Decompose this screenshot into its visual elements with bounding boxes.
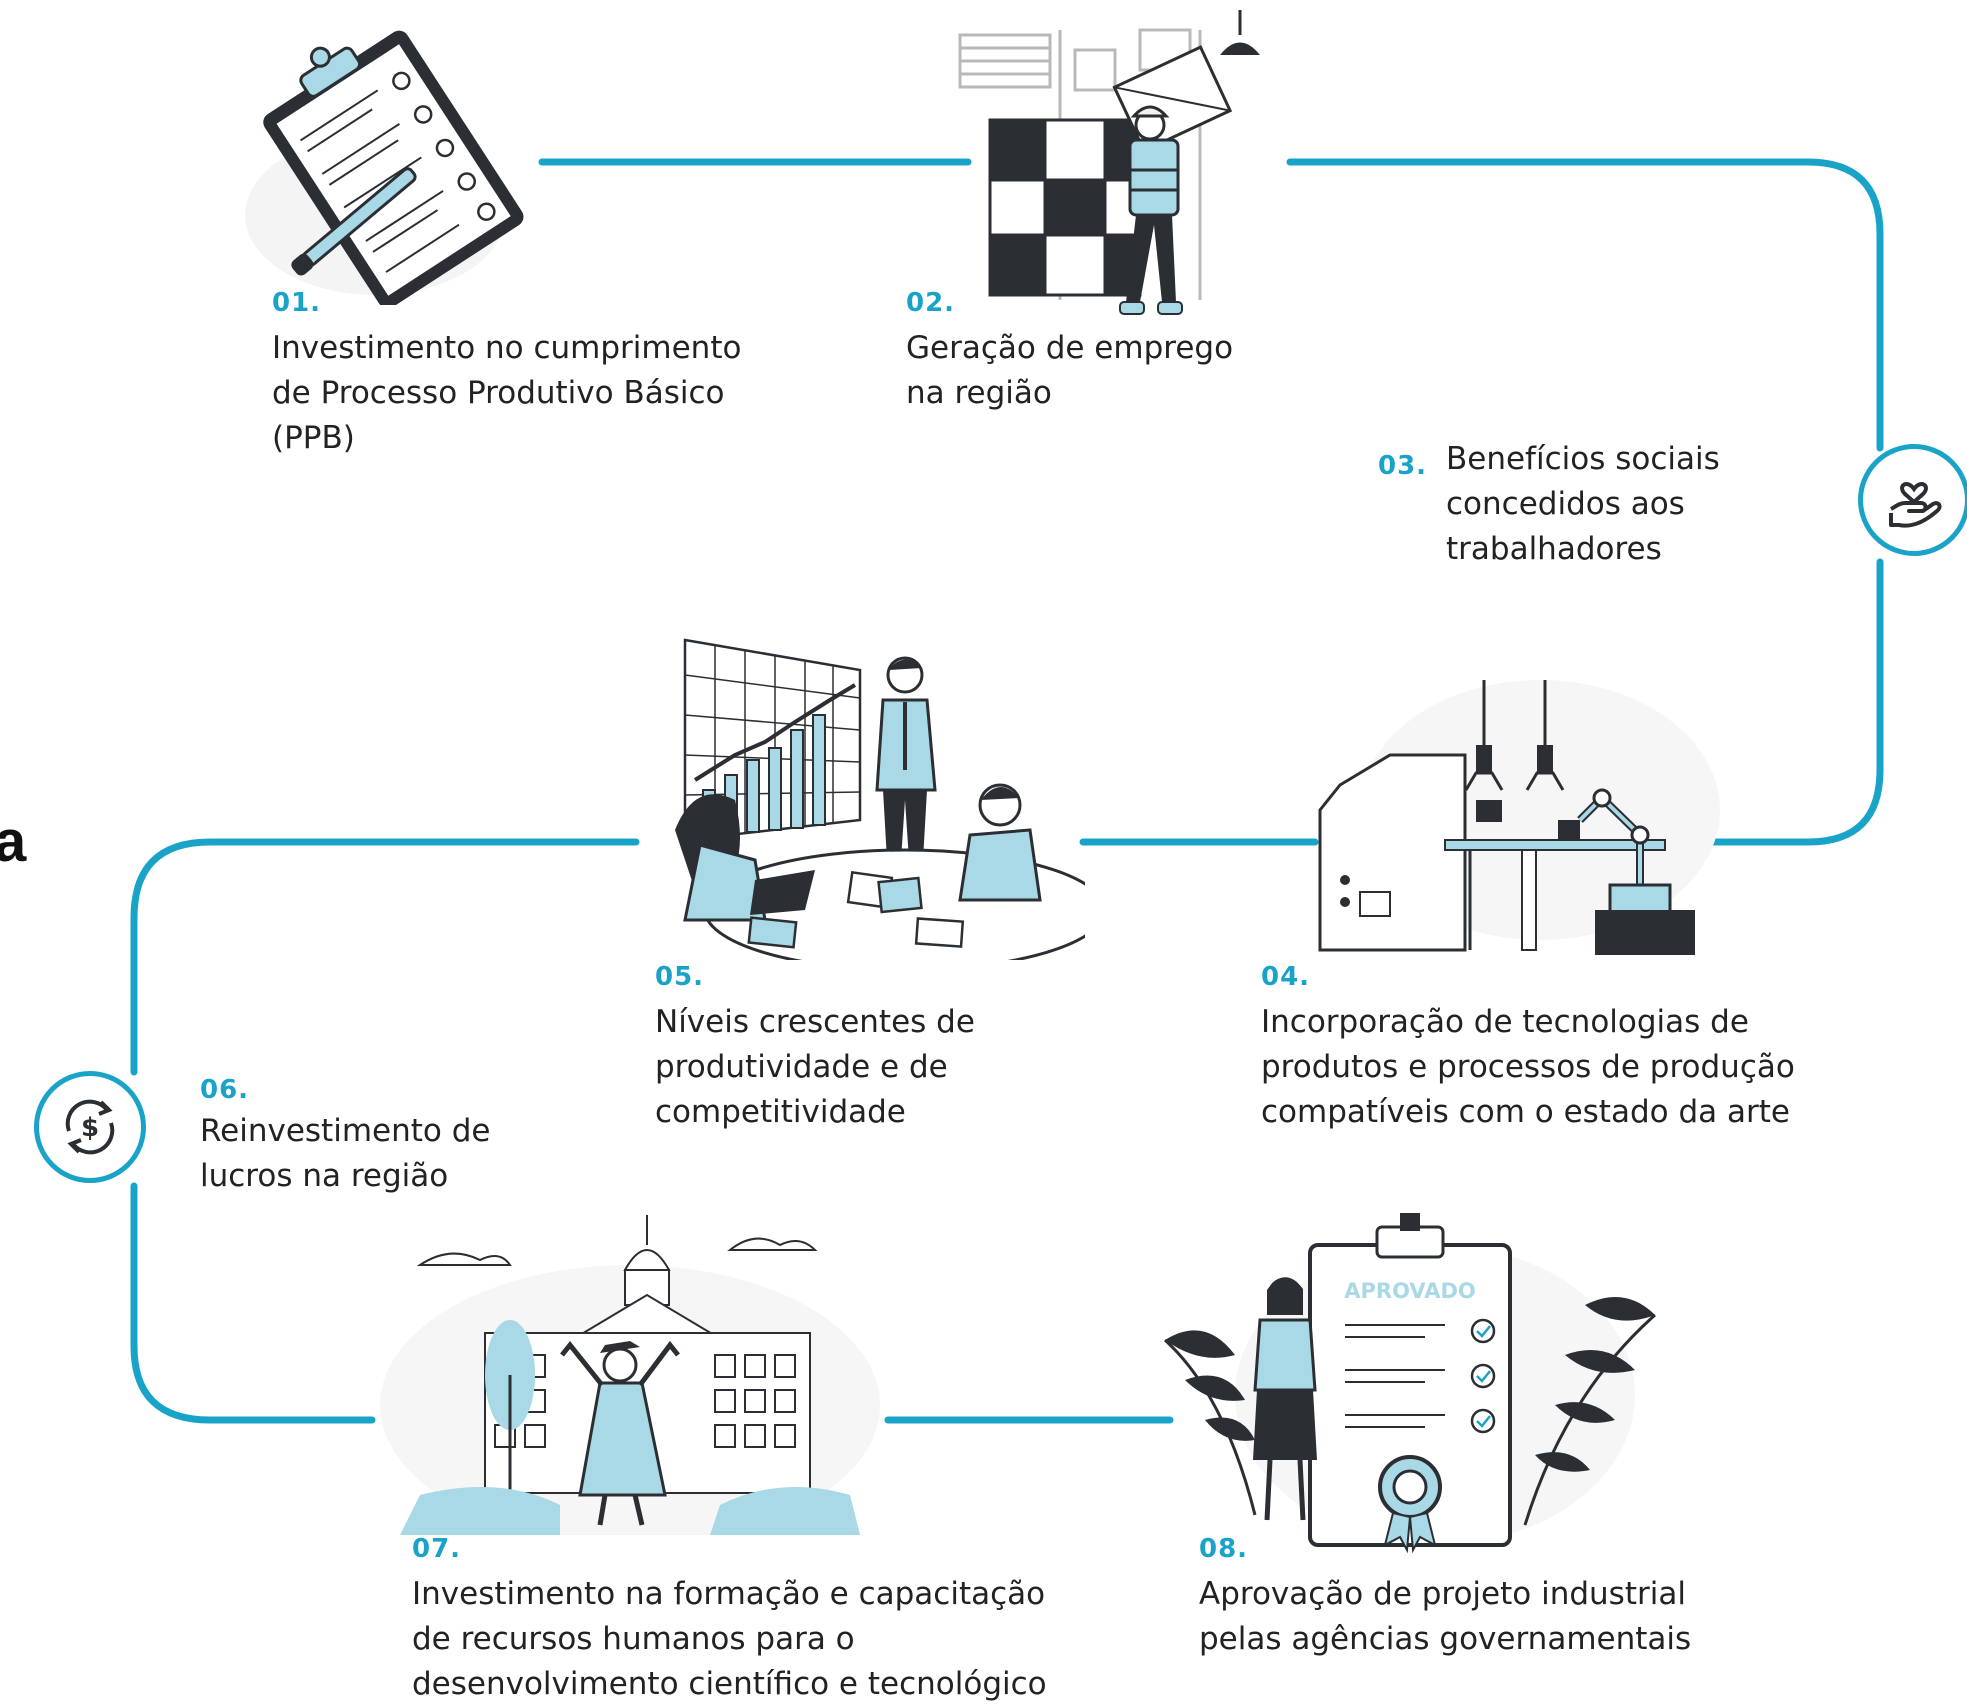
step-number: 08. bbox=[1199, 1534, 1249, 1564]
step-02: 02. Geração de emprego na região bbox=[906, 288, 1233, 416]
robotic-factory-illustration bbox=[1318, 680, 1720, 955]
step-number: 02. bbox=[906, 288, 956, 318]
step-text: Investimento na formação e capacitação d… bbox=[412, 1576, 1047, 1702]
dollar-cycle-icon: $ bbox=[34, 1071, 146, 1183]
step-number: 04. bbox=[1261, 962, 1311, 992]
stamp-text: APROVADO bbox=[1344, 1279, 1475, 1303]
step-05: 05. Níveis crescentes de produtividade e… bbox=[655, 962, 975, 1135]
step-text: Incorporação de tecnologias de produtos … bbox=[1261, 1004, 1795, 1130]
graduation-university-illustration bbox=[380, 1215, 880, 1535]
step-number: 05. bbox=[655, 962, 705, 992]
step-06: 06. Reinvestimento de lucros na região bbox=[200, 1075, 490, 1199]
step-04: 04. Incorporação de tecnologias de produ… bbox=[1261, 962, 1795, 1135]
edge-text-fragment: a bbox=[0, 809, 27, 874]
step-07: 07. Investimento na formação e capacitaç… bbox=[412, 1534, 1047, 1707]
step-number: 01. bbox=[272, 288, 322, 318]
step-text: Benefícios sociais concedidos aos trabal… bbox=[1446, 441, 1720, 567]
step-text: Níveis crescentes de produtividade e de … bbox=[655, 1004, 975, 1130]
step-08: 08. Aprovação de projeto industrial pela… bbox=[1199, 1534, 1691, 1662]
approved-document-illustration: APROVADO bbox=[1163, 1213, 1656, 1554]
step-03: 03. Benefícios sociais concedidos aos tr… bbox=[1378, 437, 1720, 572]
svg-text:$: $ bbox=[81, 1113, 99, 1143]
step-number: 03. bbox=[1378, 451, 1428, 481]
step-text: Reinvestimento de lucros na região bbox=[200, 1113, 491, 1194]
step-text: Aprovação de projeto industrial pelas ag… bbox=[1199, 1576, 1692, 1657]
hand-heart-icon bbox=[1858, 444, 1967, 556]
step-text: Investimento no cumprimento de Processo … bbox=[272, 330, 742, 456]
warehouse-worker-illustration bbox=[958, 10, 1260, 315]
step-text: Geração de emprego na região bbox=[906, 330, 1234, 411]
step-01: 01. Investimento no cumprimento de Proce… bbox=[272, 288, 741, 461]
step-number: 06. bbox=[200, 1075, 250, 1105]
business-meeting-chart-illustration bbox=[675, 638, 1085, 960]
step-number: 07. bbox=[412, 1534, 462, 1564]
clipboard-checklist-illustration bbox=[245, 30, 524, 305]
